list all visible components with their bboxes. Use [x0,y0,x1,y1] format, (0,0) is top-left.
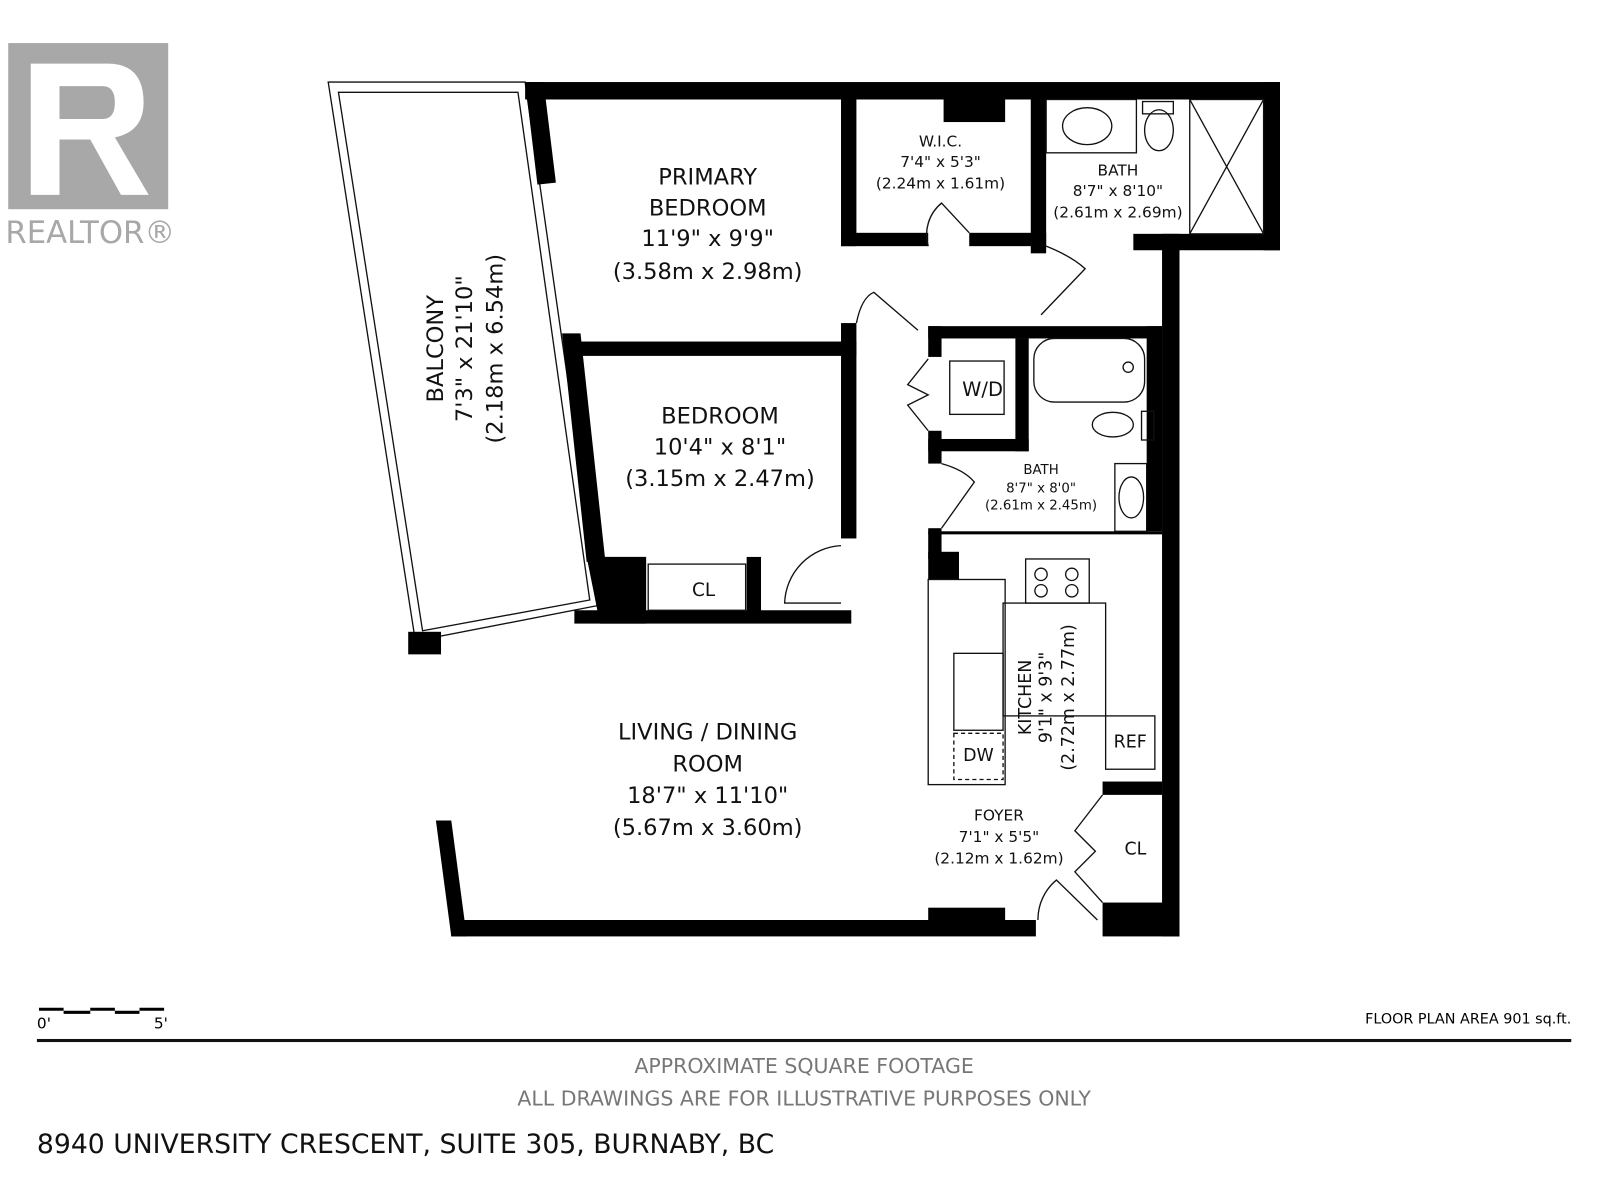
living-metric: (5.67m x 3.60m) [613,815,803,841]
wic-imperial: 7'4" x 5'3" [900,153,981,171]
closet1-box [647,563,747,611]
living-imperial: 18'7" x 11'10" [627,783,788,809]
logo-r-glyph [30,63,149,195]
kitchen-label: KITCHEN [1016,660,1036,736]
kitchen-sink [953,652,1004,731]
kitchen-counter-left [927,578,1006,786]
foyer-imperial: 7'1" x 5'5" [959,828,1040,846]
bath2-imperial: 8'7" x 8'0" [1006,481,1076,496]
bath1-imperial: 8'7" x 8'10" [1073,182,1163,200]
foyer-label: FOYER [974,807,1024,825]
walls [408,82,1280,937]
disclaimer-line-2: ALL DRAWINGS ARE FOR ILLUSTRATIVE PURPOS… [517,1087,1091,1111]
primary-bedroom-label-2: BEDROOM [649,195,767,221]
primary-bedroom-label: PRIMARY [658,165,757,191]
bedroom-imperial: 10'4" x 8'1" [654,434,787,460]
door-bedroom [783,544,842,604]
closet2-label: CL [1124,839,1146,859]
bath2-label: BATH [1023,463,1058,478]
fixtures [647,98,1265,921]
door-bath2 [940,462,976,529]
closet1-label: CL [692,580,716,601]
sink-icon [1114,462,1148,532]
primary-bedroom-metric: (3.58m x 2.98m) [613,259,803,285]
bedroom-metric: (3.15m x 2.47m) [625,466,815,492]
toilet-icon [1091,411,1134,438]
door-wic [925,202,970,247]
room-labels: PRIMARY BEDROOM 11'9" x 9'9" (3.58m x 2.… [423,133,1183,868]
floor-plan-area: FLOOR PLAN AREA 901 sq.ft. [1365,1012,1571,1028]
wic-label: W.I.C. [919,133,962,151]
sink-icon-2 [1045,98,1138,154]
living-label-2: ROOM [672,751,743,777]
door-entry [1037,879,1098,921]
kitchen-imperial: 9'1" x 9'3" [1036,652,1056,743]
refrigerator-label: REF [1114,733,1147,753]
realtor-logo: REALTOR® [5,43,175,251]
toilet-icon-2 [1143,109,1174,152]
stove-icon [1024,558,1090,604]
scale-bar: 0' 5' [37,1007,168,1033]
foyer-metric: (2.12m x 1.62m) [934,850,1063,868]
balcony-railing [337,91,591,632]
bedroom-label: BEDROOM [661,404,779,430]
scale-end: 5' [154,1015,168,1033]
balcony-metric: (2.18m x 6.54m) [483,254,509,444]
disclaimer-line-1: APPROXIMATE SQUARE FOOTAGE [634,1054,973,1078]
balcony-label: BALCONY [423,295,449,403]
bath1-metric: (2.61m x 2.69m) [1053,203,1182,221]
kitchen-metric: (2.72m x 2.77m) [1059,624,1079,771]
balcony-imperial: 7'3" x 21'10" [452,275,478,422]
wic-metric: (2.24m x 1.61m) [876,175,1005,193]
door-closet2 [1073,794,1104,904]
primary-bedroom-imperial: 11'9" x 9'9" [641,226,774,252]
door-wd [906,358,930,432]
dishwasher [953,732,1004,781]
wd-label: W/D [962,378,1003,401]
dishwasher-label: DW [963,746,994,766]
living-label: LIVING / DINING [618,719,797,745]
door-bath1 [1040,245,1087,316]
bathtub-icon [1033,337,1146,403]
footer-divider [36,1038,1572,1043]
bath2-metric: (2.61m x 2.45m) [985,499,1097,514]
washer-dryer [949,360,1005,416]
property-address: 8940 UNIVERSITY CRESCENT, SUITE 305, BUR… [37,1129,774,1160]
door-primary [855,291,919,331]
shower-icon [1189,98,1265,235]
logo-text: REALTOR® [5,215,175,251]
scale-start: 0' [37,1015,51,1033]
refrigerator [1104,715,1156,770]
bath1-label: BATH [1098,161,1139,179]
